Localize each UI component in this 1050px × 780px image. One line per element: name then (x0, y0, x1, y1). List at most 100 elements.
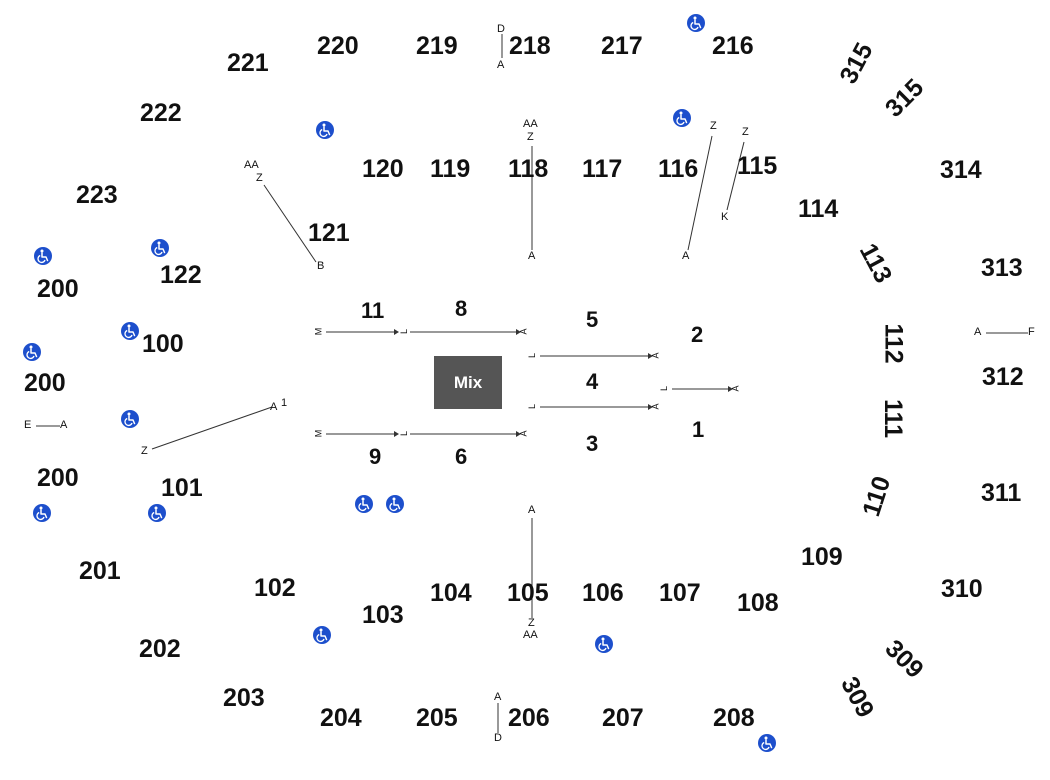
wheelchair-icon[interactable] (33, 504, 51, 522)
row-label: D (497, 23, 505, 35)
floor-section-2[interactable]: 2 (691, 322, 704, 347)
section-310[interactable]: 310 (941, 575, 983, 603)
floor-section-9[interactable]: 9 (369, 444, 382, 469)
row-label: AA (523, 629, 538, 641)
wheelchair-icon[interactable] (316, 121, 334, 139)
row-label: L (527, 403, 538, 410)
wheelchair-icon[interactable] (23, 343, 41, 361)
section-220[interactable]: 220 (317, 32, 359, 60)
section-100[interactable]: 100 (142, 330, 184, 358)
row-line-101 (151, 406, 273, 450)
section-207[interactable]: 207 (602, 704, 644, 732)
arrow-8 (516, 329, 521, 335)
section-200-b[interactable]: 200 (24, 369, 66, 397)
section-101[interactable]: 101 (161, 474, 203, 502)
section-208[interactable]: 208 (713, 704, 755, 732)
row-label: E (24, 419, 32, 431)
wheelchair-icon[interactable] (673, 109, 691, 127)
row-label: Z (141, 445, 148, 457)
section-119[interactable]: 119 (430, 155, 471, 183)
arrow-6 (516, 431, 521, 437)
row-label: A (518, 328, 529, 335)
section-114[interactable]: 114 (798, 195, 839, 223)
wheelchair-icon[interactable] (34, 247, 52, 265)
wheelchair-icon[interactable] (313, 626, 331, 644)
row-label: A (650, 403, 661, 410)
section-203[interactable]: 203 (223, 684, 265, 712)
floor-section-4[interactable]: 4 (586, 369, 599, 394)
row-label: M (313, 327, 324, 336)
row-label: F (1028, 326, 1035, 338)
floor-section-3[interactable]: 3 (586, 431, 599, 456)
row-label: B (317, 260, 325, 272)
section-218[interactable]: 218 (509, 32, 551, 60)
wheelchair-icon[interactable] (151, 239, 169, 257)
row-label: A (974, 326, 982, 338)
row-label: 1 (281, 397, 288, 409)
row-label: A (528, 250, 536, 262)
section-219[interactable]: 219 (416, 32, 458, 60)
mix-label: Mix (453, 372, 483, 392)
wheelchair-icon[interactable] (148, 504, 166, 522)
floor-section-1[interactable]: 1 (692, 417, 705, 442)
row-label: AA (523, 118, 538, 130)
section-106[interactable]: 106 (582, 579, 624, 607)
row-label: Z (528, 617, 535, 629)
section-311[interactable]: 311 (981, 479, 1022, 507)
section-314[interactable]: 314 (940, 156, 982, 184)
arrow-5 (648, 353, 653, 359)
section-112[interactable]: 112 (879, 323, 908, 364)
section-204[interactable]: 204 (320, 704, 362, 732)
section-201[interactable]: 201 (79, 557, 121, 585)
section-104[interactable]: 104 (430, 579, 472, 607)
floor-section-11[interactable]: 11 (361, 298, 385, 323)
section-206[interactable]: 206 (508, 704, 550, 732)
section-108[interactable]: 108 (737, 589, 779, 617)
wheelchair-icon[interactable] (687, 14, 705, 32)
floor-section-5[interactable]: 5 (586, 307, 599, 332)
section-313[interactable]: 313 (981, 254, 1023, 282)
row-label: D (494, 732, 502, 744)
section-222[interactable]: 222 (140, 99, 182, 127)
section-111[interactable]: 111 (878, 399, 907, 438)
section-117[interactable]: 117 (582, 155, 623, 183)
row-label: A (270, 401, 278, 413)
wheelchair-icon[interactable] (121, 322, 139, 340)
section-202[interactable]: 202 (139, 635, 181, 663)
section-103[interactable]: 103 (362, 601, 404, 629)
section-109[interactable]: 109 (801, 543, 843, 571)
section-200-c[interactable]: 200 (37, 464, 79, 492)
section-205[interactable]: 205 (416, 704, 458, 732)
section-102[interactable]: 102 (254, 574, 296, 602)
floor-section-6[interactable]: 6 (455, 444, 468, 469)
section-200-a[interactable]: 200 (37, 275, 79, 303)
section-217[interactable]: 217 (601, 32, 643, 60)
row-label: A (682, 250, 690, 262)
section-121[interactable]: 121 (308, 219, 350, 247)
section-312[interactable]: 312 (982, 363, 1024, 391)
row-label: A (518, 430, 529, 437)
mix-position[interactable]: Mix (434, 356, 502, 409)
wheelchair-icon[interactable] (595, 635, 613, 653)
section-120[interactable]: 120 (362, 155, 404, 183)
floor-section-8[interactable]: 8 (455, 296, 468, 321)
wheelchair-icon[interactable] (121, 410, 139, 428)
row-line-115 (726, 141, 745, 211)
wheelchair-icon[interactable] (758, 734, 776, 752)
section-216[interactable]: 216 (712, 32, 754, 60)
arrow-4 (648, 404, 653, 410)
section-105[interactable]: 105 (507, 579, 549, 607)
section-107[interactable]: 107 (659, 579, 701, 607)
section-115[interactable]: 115 (737, 152, 778, 180)
row-label: A (650, 352, 661, 359)
row-label: L (659, 385, 670, 392)
wheelchair-icon[interactable] (386, 495, 404, 513)
section-223[interactable]: 223 (76, 181, 118, 209)
wheelchair-icon[interactable] (355, 495, 373, 513)
section-118[interactable]: 118 (508, 155, 549, 183)
section-122[interactable]: 122 (160, 261, 202, 289)
section-221[interactable]: 221 (227, 49, 269, 77)
section-116[interactable]: 116 (658, 155, 699, 183)
row-label: Z (710, 120, 717, 132)
